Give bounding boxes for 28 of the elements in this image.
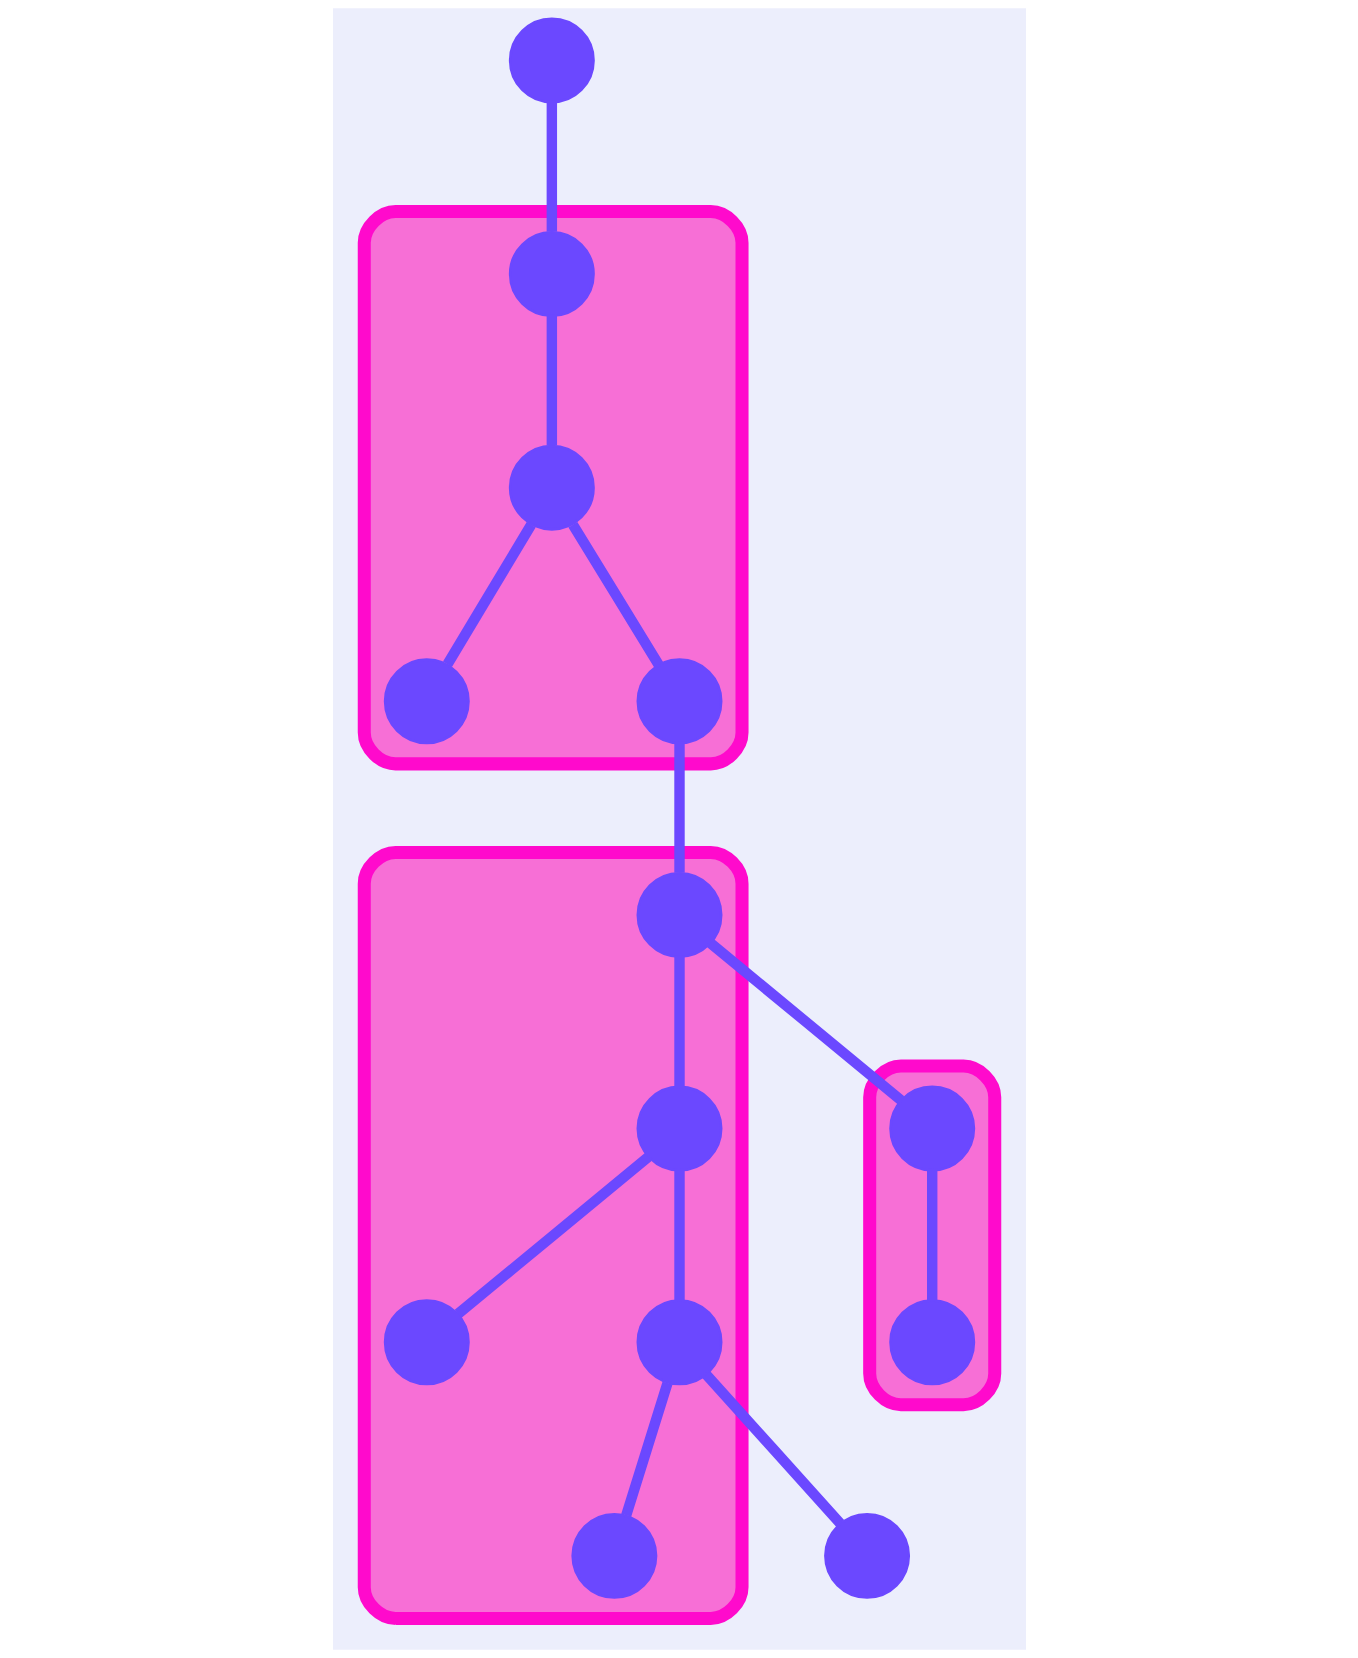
node-circle xyxy=(383,1299,470,1386)
node-circle xyxy=(636,658,722,745)
connector xyxy=(620,1381,672,1517)
node-circle xyxy=(636,1299,722,1386)
node-circle xyxy=(823,1512,910,1599)
cluster xyxy=(862,1059,1001,1412)
cluster xyxy=(357,205,749,771)
connector xyxy=(673,1170,685,1300)
connector xyxy=(546,102,557,232)
connector xyxy=(673,956,685,1087)
node-circle xyxy=(508,444,595,531)
connector xyxy=(702,1371,844,1527)
connector xyxy=(567,522,663,668)
node-circle xyxy=(383,658,470,745)
connector xyxy=(454,1152,652,1318)
connector xyxy=(926,1170,937,1300)
node-circle xyxy=(508,17,595,104)
node-circle xyxy=(636,1085,722,1172)
connector xyxy=(546,315,557,446)
connector xyxy=(673,743,685,873)
node-circle xyxy=(888,1299,975,1386)
node-circle xyxy=(508,231,595,318)
cluster xyxy=(357,845,749,1625)
node-circle xyxy=(570,1512,657,1599)
connector xyxy=(706,939,904,1105)
node-circle xyxy=(888,1085,975,1172)
connector xyxy=(442,522,536,667)
node-circle xyxy=(636,872,722,958)
